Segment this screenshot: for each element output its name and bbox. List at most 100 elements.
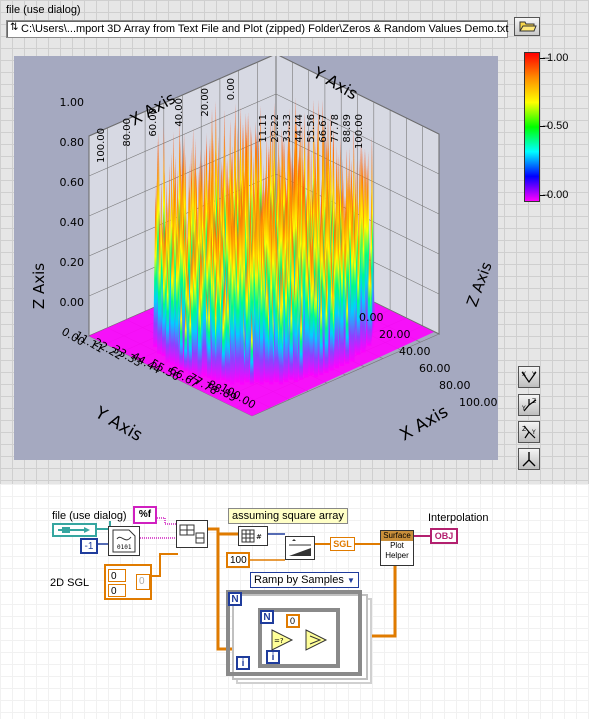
colorbar-tick <box>540 58 545 59</box>
bd-file-control[interactable] <box>52 523 97 537</box>
rotate-zy-icon: Z Y <box>522 425 536 439</box>
surface-plot-helper[interactable]: Surface Plot Helper <box>380 530 414 566</box>
top-x-tick: 0.00 <box>226 78 237 100</box>
compare-select-nodes: =? <box>271 629 328 651</box>
top-x-tick: 80.00 <box>122 118 133 147</box>
array-index-1[interactable]: 0 <box>108 584 126 597</box>
outer-loop-count[interactable]: N <box>228 592 242 606</box>
top-y-tick: 77.78 <box>330 114 341 143</box>
rotate-xy-button[interactable]: X Y <box>518 366 540 388</box>
surface-spike <box>225 260 231 383</box>
surface-spike <box>339 217 345 367</box>
z-tick: 0.60 <box>60 176 85 189</box>
svg-text:=?: =? <box>274 637 284 645</box>
surface-spike <box>329 245 334 371</box>
surface-sub1: Plot <box>390 541 404 550</box>
format-string-const[interactable]: %f <box>133 506 157 524</box>
surface-spike <box>278 260 284 385</box>
bottom-x-tick: 40.00 <box>399 345 431 358</box>
bottom-y-axis-title: Y Axis <box>91 403 146 446</box>
axes-projection-button[interactable] <box>518 448 540 470</box>
surface-spike <box>235 222 240 383</box>
browse-button[interactable] <box>514 17 540 36</box>
rotate-yz-button[interactable]: Y Z <box>518 394 540 416</box>
path-icon: ⇅ <box>10 22 19 33</box>
surface-spike <box>192 226 198 376</box>
surface-spike <box>274 224 279 383</box>
top-y-tick: 33.33 <box>282 114 293 143</box>
outer-loop-index: i <box>236 656 250 670</box>
equal-zero-icon <box>271 629 294 651</box>
const-neg1[interactable]: -1 <box>80 538 98 554</box>
array-2d-sgl[interactable]: 0 0 0 <box>104 564 152 600</box>
bottom-x-tick: 100.00 <box>459 396 498 409</box>
rotate-zy-button[interactable]: Z Y <box>518 421 540 443</box>
surface-spike <box>239 203 245 385</box>
surface-spike <box>249 310 255 385</box>
surface-spike <box>334 183 339 369</box>
inner-const-0[interactable]: 0 <box>286 614 300 628</box>
interpolation-indicator[interactable]: OBJ <box>430 528 458 544</box>
surface-spike <box>304 211 309 378</box>
to-sgl-convert[interactable]: SGL <box>330 537 355 551</box>
top-x-tick: 40.00 <box>174 98 185 127</box>
colorbar <box>524 52 540 202</box>
grid-line <box>88 133 277 217</box>
surface-spike <box>174 222 179 367</box>
outer-for-loop[interactable] <box>226 590 362 676</box>
surface-spike <box>221 292 226 381</box>
surface-spike <box>283 241 289 383</box>
surface-spike <box>202 185 207 376</box>
array-label: 2D SGL <box>50 577 90 589</box>
colorbar-dash: – <box>543 120 550 132</box>
colorbar-label: 0.00 <box>547 189 569 201</box>
array-element[interactable]: 0 <box>136 574 150 590</box>
top-y-tick: 22.22 <box>270 114 281 143</box>
surface-spike <box>313 247 319 378</box>
axes-icon <box>522 452 536 467</box>
rotate-yz-icon: Y Z <box>521 398 537 412</box>
surface-spike <box>318 275 324 376</box>
colorbar-label: 0.50 <box>547 120 569 132</box>
bd-file-label: file (use dialog) <box>52 510 127 522</box>
surface-spike <box>289 277 294 380</box>
colorbar-dash: – <box>543 189 550 201</box>
grid-line <box>88 93 277 177</box>
colorbar-tick <box>540 126 545 127</box>
ring-arrow-icon: ▼ <box>346 576 355 585</box>
inner-for-loop[interactable] <box>258 608 340 668</box>
array-size-vi[interactable]: # <box>238 526 268 546</box>
surface-spike <box>254 203 260 383</box>
surface-spike <box>293 222 299 383</box>
ramp-mode-ring[interactable]: Ramp by Samples ▼ <box>250 572 359 588</box>
comment-note: assuming square array <box>228 508 348 524</box>
read-spreadsheet-vi[interactable]: 0101 <box>108 526 140 556</box>
top-x-tick: 60.00 <box>148 108 159 137</box>
svg-text:Y: Y <box>521 405 526 412</box>
surface-spike <box>165 249 170 363</box>
file-path-control[interactable]: ⇅ C:\Users\...mport 3D Array from Text F… <box>6 20 508 38</box>
top-x-tick: 100.00 <box>96 128 107 163</box>
inner-loop-count[interactable]: N <box>260 610 274 624</box>
bottom-x-tick: 80.00 <box>439 379 471 392</box>
ramp-pattern-vi[interactable] <box>285 536 315 560</box>
path-terminal-icon <box>58 527 90 533</box>
array-index-0[interactable]: 0 <box>108 569 126 582</box>
surface-spike <box>230 211 235 385</box>
grid-line <box>275 133 440 215</box>
front-panel: file (use dialog) ⇅ C:\Users\...mport 3D… <box>0 0 589 484</box>
surface-title: Surface <box>381 531 413 541</box>
top-y-tick: 11.11 <box>258 114 269 143</box>
svg-text:#: # <box>256 533 262 541</box>
grid-line <box>251 333 440 417</box>
top-y-tick: 44.44 <box>294 114 305 143</box>
reshape-array-vi[interactable] <box>176 520 208 548</box>
surface-spike <box>298 294 304 380</box>
const-100[interactable]: 100 <box>226 552 250 568</box>
surface-spike <box>367 242 372 346</box>
surface-spike <box>356 234 361 355</box>
bottom-x-tick: 0.00 <box>359 311 384 324</box>
top-y-tick: 100.00 <box>354 114 365 149</box>
